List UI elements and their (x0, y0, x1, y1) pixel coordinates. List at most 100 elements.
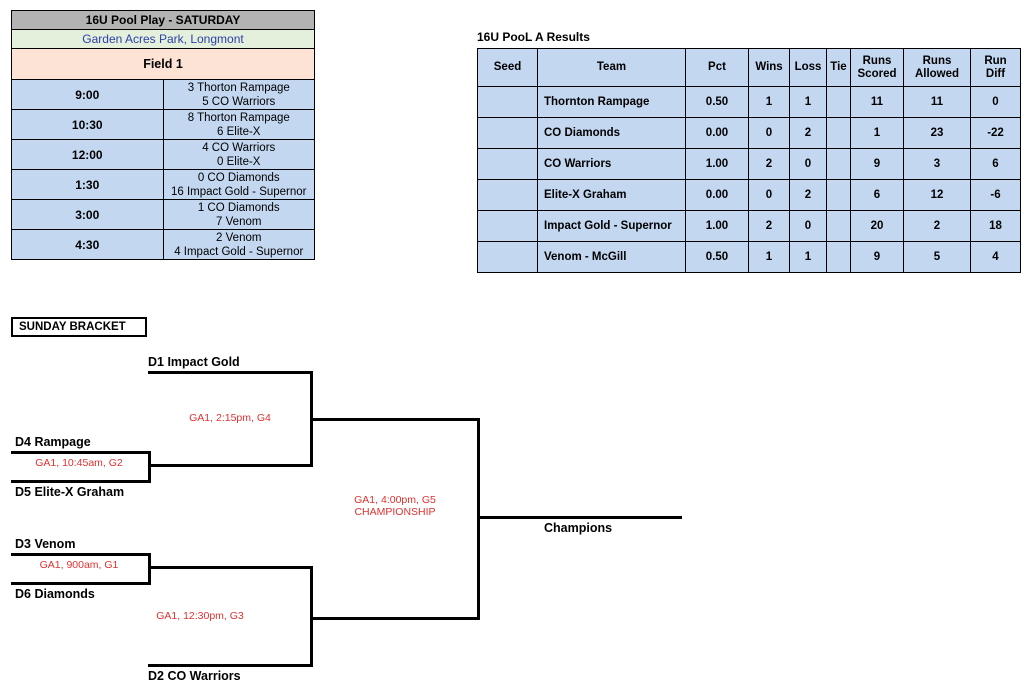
table-row: 10:30 8 Thorton Rampage 6 Elite-X (11, 109, 315, 140)
cell-pct: 1.00 (685, 148, 749, 180)
table-row: Impact Gold - Supernor 1.00 2 0 20 2 18 (477, 210, 1021, 242)
cell-runs-scored: 9 (850, 241, 904, 273)
cell-loss: 2 (789, 117, 827, 149)
cell-runs-allowed: 2 (903, 210, 971, 242)
matchup-line-1: 4 CO Warriors (202, 141, 276, 154)
column-header-seed: Seed (477, 48, 538, 87)
cell-tie (826, 210, 851, 242)
schedule-matchup: 3 Thorton Rampage 5 CO Warriors (162, 79, 315, 110)
matchup-line-2: 0 Elite-X (217, 155, 261, 168)
cell-pct: 0.50 (685, 241, 749, 273)
schedule-time: 3:00 (11, 199, 164, 230)
cell-runs-allowed: 11 (903, 86, 971, 118)
cell-run-diff: 18 (970, 210, 1021, 242)
cell-team: CO Warriors (537, 148, 686, 180)
schedule-field-row: Field 1 (11, 48, 315, 80)
matchup-line-2: 16 Impact Gold - Supernor (170, 185, 307, 198)
bracket-connector-d3-d6 (148, 553, 151, 585)
matchup-line-1: 1 CO Diamonds (197, 201, 280, 214)
cell-seed (477, 210, 538, 242)
matchup-line-2: 5 CO Warriors (202, 95, 276, 108)
cell-pct: 0.00 (685, 179, 749, 211)
bracket-line-d2 (148, 664, 313, 667)
column-header-wins: Wins (748, 48, 790, 87)
cell-loss: 0 (789, 210, 827, 242)
cell-runs-scored: 6 (850, 179, 904, 211)
bracket-feed-g4-to-championship (310, 418, 480, 421)
bracket-connector-semifinal-upper (310, 371, 313, 467)
cell-wins: 1 (748, 86, 790, 118)
schedule-venue-row: Garden Acres Park, Longmont (11, 29, 315, 49)
cell-seed (477, 86, 538, 118)
schedule-title-row: 16U Pool Play - SATURDAY (11, 10, 315, 30)
table-row: Venom - McGill 0.50 1 1 9 5 4 (477, 241, 1021, 273)
matchup-line-1: 2 Venom (216, 231, 262, 244)
runs-scored-line-2: Scored (857, 67, 897, 80)
cell-runs-allowed: 3 (903, 148, 971, 180)
cell-wins: 2 (748, 148, 790, 180)
cell-seed (477, 117, 538, 149)
table-row: 12:00 4 CO Warriors 0 Elite-X (11, 139, 315, 170)
bracket-seed-d4: D4 Rampage (15, 435, 91, 449)
cell-run-diff: 6 (970, 148, 1021, 180)
cell-run-diff: -22 (970, 117, 1021, 149)
table-row: Elite-X Graham 0.00 0 2 6 12 -6 (477, 179, 1021, 211)
results-header-row: Seed Team Pct Wins Loss Tie Runs Scored … (477, 48, 1021, 87)
table-row: CO Diamonds 0.00 0 2 1 23 -22 (477, 117, 1021, 149)
cell-tie (826, 179, 851, 211)
schedule-time: 12:00 (11, 139, 164, 170)
bracket-line-d4 (11, 451, 151, 454)
cell-team: Venom - McGill (537, 241, 686, 273)
cell-runs-scored: 11 (850, 86, 904, 118)
runs-allowed-line-1: Runs (922, 54, 952, 67)
bracket-game-g5: GA1, 4:00pm, G5 CHAMPIONSHIP (325, 494, 465, 518)
bracket-seed-d1: D1 Impact Gold (148, 355, 240, 369)
bracket-feed-g1-to-g3 (148, 566, 313, 569)
cell-pct: 0.50 (685, 86, 749, 118)
bracket-line-d3 (11, 553, 151, 556)
column-header-team: Team (537, 48, 686, 87)
table-row: 1:30 0 CO Diamonds 16 Impact Gold - Supe… (11, 169, 315, 200)
cell-seed (477, 148, 538, 180)
schedule-matchup: 0 CO Diamonds 16 Impact Gold - Supernor (162, 169, 315, 200)
table-row: 3:00 1 CO Diamonds 7 Venom (11, 199, 315, 230)
column-header-tie: Tie (826, 48, 851, 87)
bracket-feed-g2-to-g4 (148, 464, 313, 467)
matchup-line-2: 6 Elite-X (217, 125, 261, 138)
bracket-line-d5 (11, 480, 151, 483)
bracket-game-g1: GA1, 900am, G1 (39, 559, 119, 571)
championship-game-line-1: GA1, 4:00pm, G5 (354, 494, 436, 506)
cell-tie (826, 148, 851, 180)
table-row: 4:30 2 Venom 4 Impact Gold - Supernor (11, 229, 315, 260)
bracket-feed-g3-to-championship (310, 617, 480, 620)
bracket-seed-d5: D5 Elite-X Graham (15, 485, 125, 499)
cell-runs-allowed: 5 (903, 241, 971, 273)
cell-runs-scored: 9 (850, 148, 904, 180)
championship-game-line-2: CHAMPIONSHIP (354, 506, 436, 518)
bracket-line-champions (477, 516, 682, 519)
cell-loss: 1 (789, 241, 827, 273)
column-header-run-diff: Run Diff (970, 48, 1021, 87)
cell-runs-scored: 1 (850, 117, 904, 149)
schedule-field-header: Field 1 (11, 48, 315, 80)
matchup-line-2: 4 Impact Gold - Supernor (174, 245, 304, 258)
column-header-loss: Loss (789, 48, 827, 87)
matchup-line-1: 8 Thorton Rampage (187, 111, 290, 124)
cell-wins: 0 (748, 117, 790, 149)
cell-loss: 2 (789, 179, 827, 211)
schedule-matchup: 1 CO Diamonds 7 Venom (162, 199, 315, 230)
runs-scored-line-1: Runs (862, 54, 892, 67)
cell-seed (477, 179, 538, 211)
schedule-venue: Garden Acres Park, Longmont (11, 29, 315, 49)
cell-pct: 1.00 (685, 210, 749, 242)
cell-run-diff: 0 (970, 86, 1021, 118)
table-row: 9:00 3 Thorton Rampage 5 CO Warriors (11, 79, 315, 110)
results-header: Seed Team Pct Wins Loss Tie Runs Scored … (477, 48, 1021, 87)
schedule-time: 10:30 (11, 109, 164, 140)
cell-runs-allowed: 23 (903, 117, 971, 149)
run-diff-line-1: Run (984, 54, 1007, 67)
column-header-runs-allowed: Runs Allowed (903, 48, 971, 87)
bracket-connector-d4-d5 (148, 451, 151, 483)
column-header-pct: Pct (685, 48, 749, 87)
table-row: Thornton Rampage 0.50 1 1 11 11 0 (477, 86, 1021, 118)
